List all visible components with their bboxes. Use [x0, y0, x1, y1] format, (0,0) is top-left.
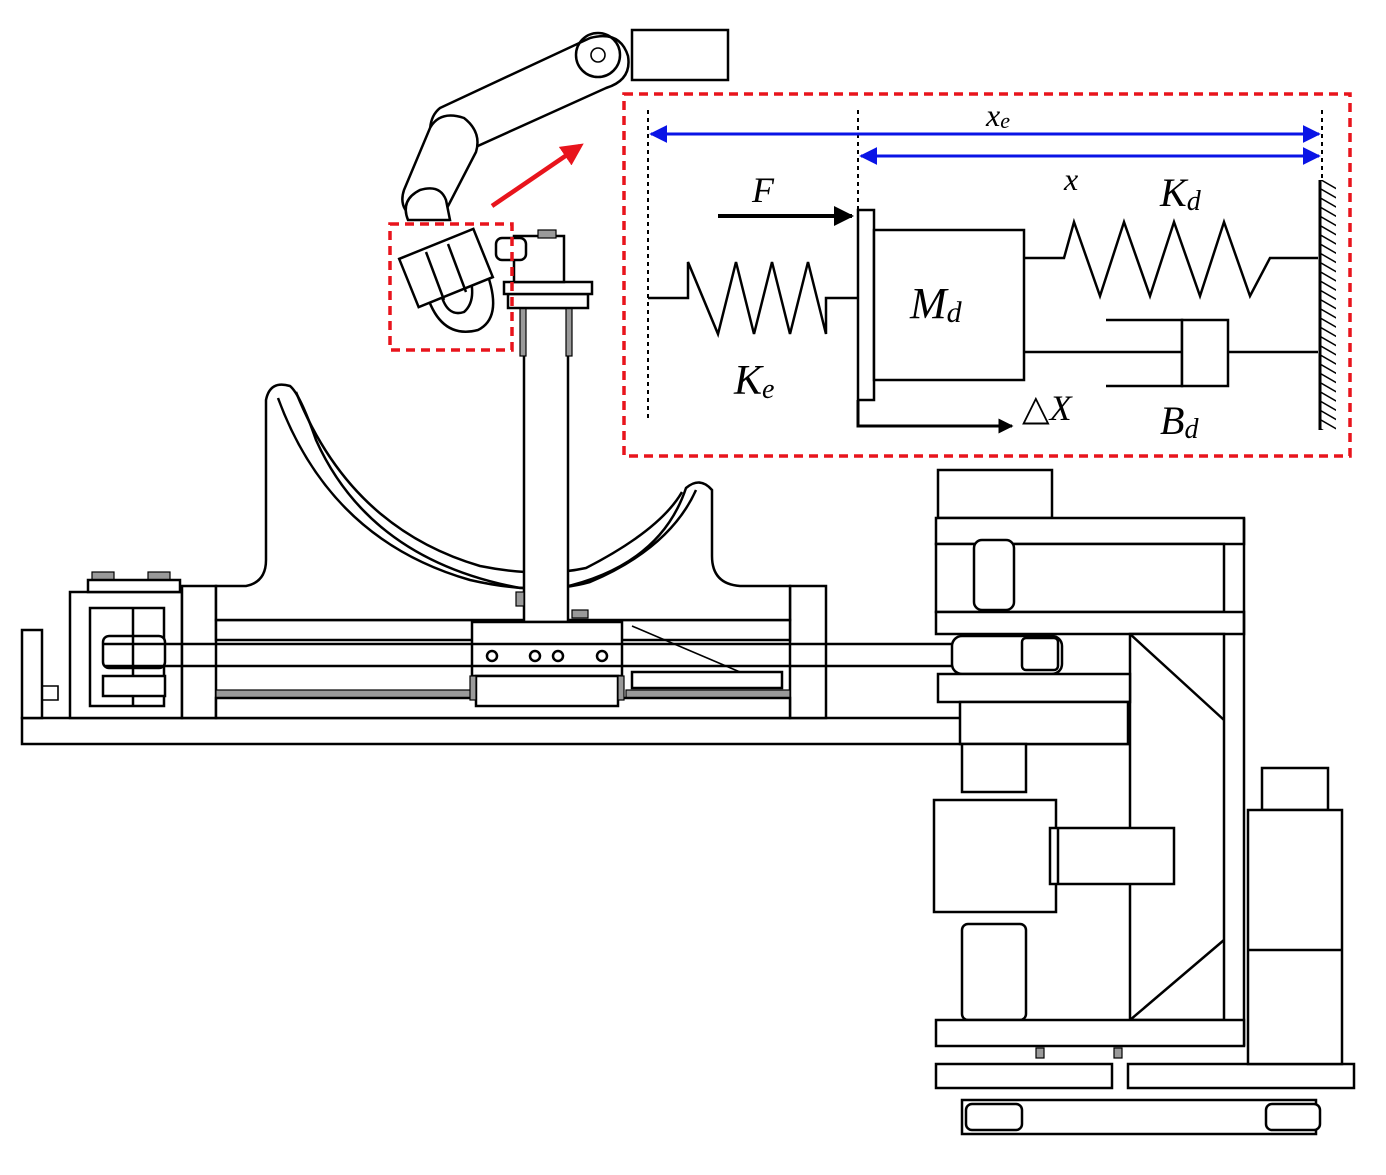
label-delta-x: △X — [1022, 388, 1074, 428]
spring-ke — [648, 261, 858, 338]
label-kd: Kd — [1159, 170, 1202, 217]
label-x: x — [1063, 161, 1078, 197]
label-ke: Ke — [733, 358, 774, 405]
spring-kd — [1024, 217, 1318, 300]
damper-bd — [1024, 318, 1318, 388]
sliding-carriage — [469, 620, 625, 708]
curved-support-bracket — [214, 383, 792, 622]
label-bd: Bd — [1160, 398, 1199, 445]
contact-plate — [856, 208, 876, 402]
label-f: F — [751, 170, 775, 210]
vertical-column — [502, 229, 594, 624]
end-effector-highlight-box — [388, 222, 514, 352]
drive-belt — [104, 642, 1050, 668]
label-md: Md — [909, 279, 963, 329]
mass-block — [872, 228, 1026, 382]
zoom-pointer-arrow — [490, 143, 584, 208]
fixed-wall — [1318, 180, 1336, 430]
right-drive-unit — [932, 468, 1356, 1136]
impedance-model-inset: xe x F Kd Md Ke △X Bd — [622, 92, 1352, 458]
displacement-arrow — [856, 400, 1014, 434]
robot-arm — [397, 28, 730, 333]
label-xe: xe — [985, 97, 1010, 133]
